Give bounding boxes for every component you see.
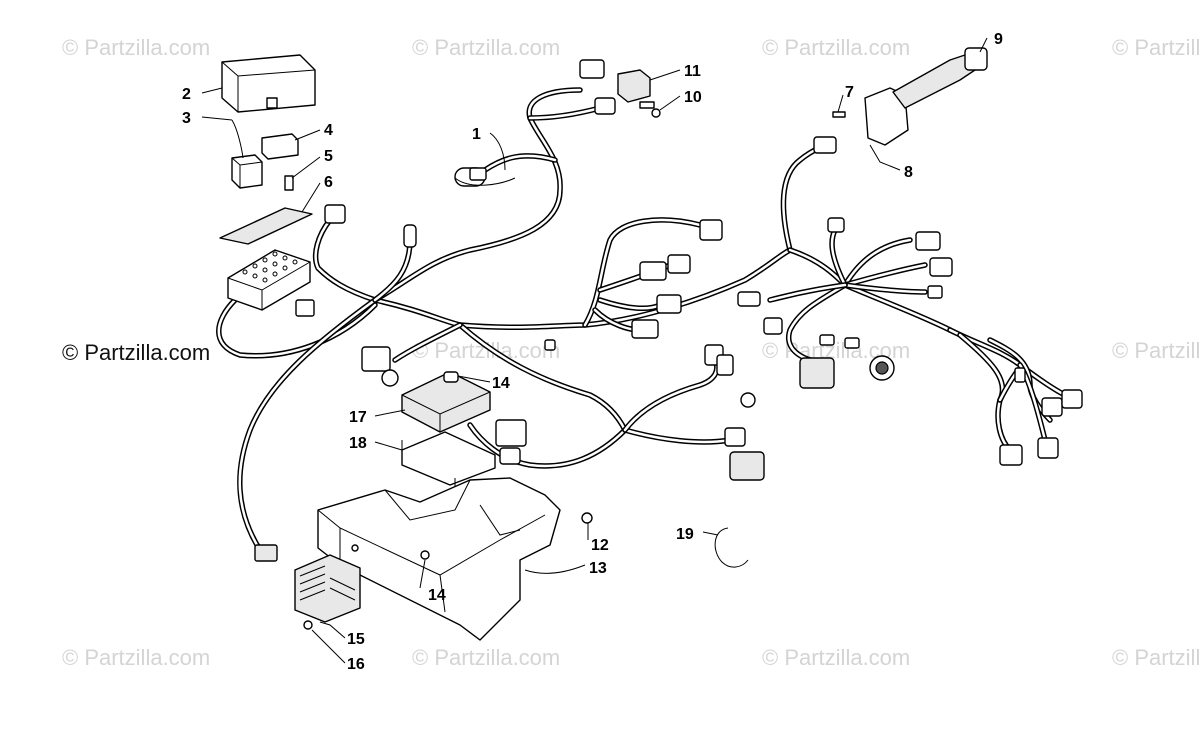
watermark-text: © Partzilla.com bbox=[62, 35, 210, 60]
callout-15: 15 bbox=[347, 631, 365, 648]
ecu-assembly bbox=[401, 371, 496, 492]
callout-16: 16 bbox=[347, 656, 365, 673]
callout-6: 6 bbox=[324, 174, 333, 191]
watermark-text: © Partzilla.com bbox=[762, 35, 910, 60]
watermark-text: © Partzilla.com bbox=[1112, 35, 1200, 60]
callout-18: 18 bbox=[349, 435, 367, 452]
sensor-11 bbox=[617, 69, 661, 118]
watermark-text: © Partzilla.com bbox=[412, 35, 560, 60]
bolt-12 bbox=[581, 512, 593, 524]
callout-12: 12 bbox=[591, 537, 609, 554]
callout-7: 7 bbox=[845, 84, 854, 101]
callout-10: 10 bbox=[684, 89, 702, 106]
callout-3: 3 bbox=[182, 110, 191, 127]
callout-2: 2 bbox=[182, 86, 191, 103]
callout-5: 5 bbox=[324, 148, 333, 165]
callout-8: 8 bbox=[904, 164, 913, 181]
callout-14-upper: 14 bbox=[492, 375, 510, 392]
callout-17: 17 bbox=[349, 409, 367, 426]
fuse-box-parts bbox=[219, 54, 316, 311]
regulator bbox=[294, 554, 361, 630]
callout-14-lower: 14 bbox=[428, 587, 446, 604]
callout-1: 1 bbox=[472, 126, 481, 143]
watermark-text: © Partzilla.com bbox=[412, 645, 560, 670]
watermark-grid: © Partzilla.com © Partzilla.com © Partzi… bbox=[62, 35, 1200, 670]
fuse-grid bbox=[242, 251, 298, 283]
callout-13: 13 bbox=[589, 560, 607, 577]
watermark-text: © Partzilla.com bbox=[412, 338, 560, 363]
callout-19: 19 bbox=[676, 526, 694, 543]
tray bbox=[317, 477, 561, 641]
callout-11: 11 bbox=[684, 63, 701, 80]
callout-4: 4 bbox=[324, 122, 333, 139]
ignition-coil bbox=[832, 47, 988, 146]
watermark-text: © Partzilla.com bbox=[1112, 338, 1200, 363]
leader-lines bbox=[201, 37, 988, 664]
watermark-prominent: © Partzilla.com bbox=[62, 340, 210, 365]
callout-9: 9 bbox=[994, 31, 1003, 48]
watermark-text: © Partzilla.com bbox=[762, 645, 910, 670]
callout-labels: 1 2 3 4 5 6 7 8 9 10 11 12 13 14 14 15 1… bbox=[182, 31, 1003, 673]
wiring-harness bbox=[216, 59, 1083, 562]
watermark-text: © Partzilla.com bbox=[1112, 645, 1200, 670]
clamp-19 bbox=[714, 527, 749, 568]
watermark-text: © Partzilla.com bbox=[62, 645, 210, 670]
